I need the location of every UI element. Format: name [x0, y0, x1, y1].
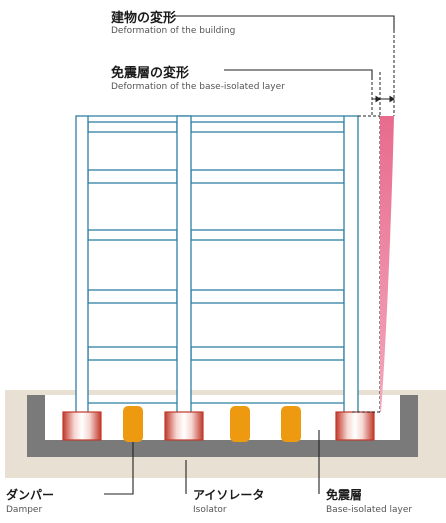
base-isolated-layer-label-jp: 免震層: [326, 488, 363, 502]
damper-label-en: Damper: [6, 505, 43, 515]
base-isolated-layer-label-en: Base-isolated layer: [326, 505, 413, 515]
floor-slabs: [87, 115, 345, 404]
building-deformation-shape: [380, 116, 394, 412]
isolated-layer-deformation-label-jp: 免震層の変形: [111, 66, 190, 81]
foundation-pit: [27, 395, 418, 457]
isolators: [62, 411, 375, 441]
dampers: [123, 406, 301, 442]
isolated-layer-deformation-label-en: Deformation of the base-isolated layer: [111, 82, 285, 92]
columns: [75, 115, 359, 415]
isolator-label-en: Isolator: [193, 505, 227, 515]
deformation-arrows: [372, 95, 395, 103]
building-deformation-label-jp: 建物の変形: [111, 11, 177, 26]
isolator-label-jp: アイソレータ: [193, 488, 265, 502]
damper-label-jp: ダンパー: [6, 488, 55, 502]
leader-lines: [104, 15, 395, 495]
building-deformation-label-en: Deformation of the building: [111, 26, 236, 36]
